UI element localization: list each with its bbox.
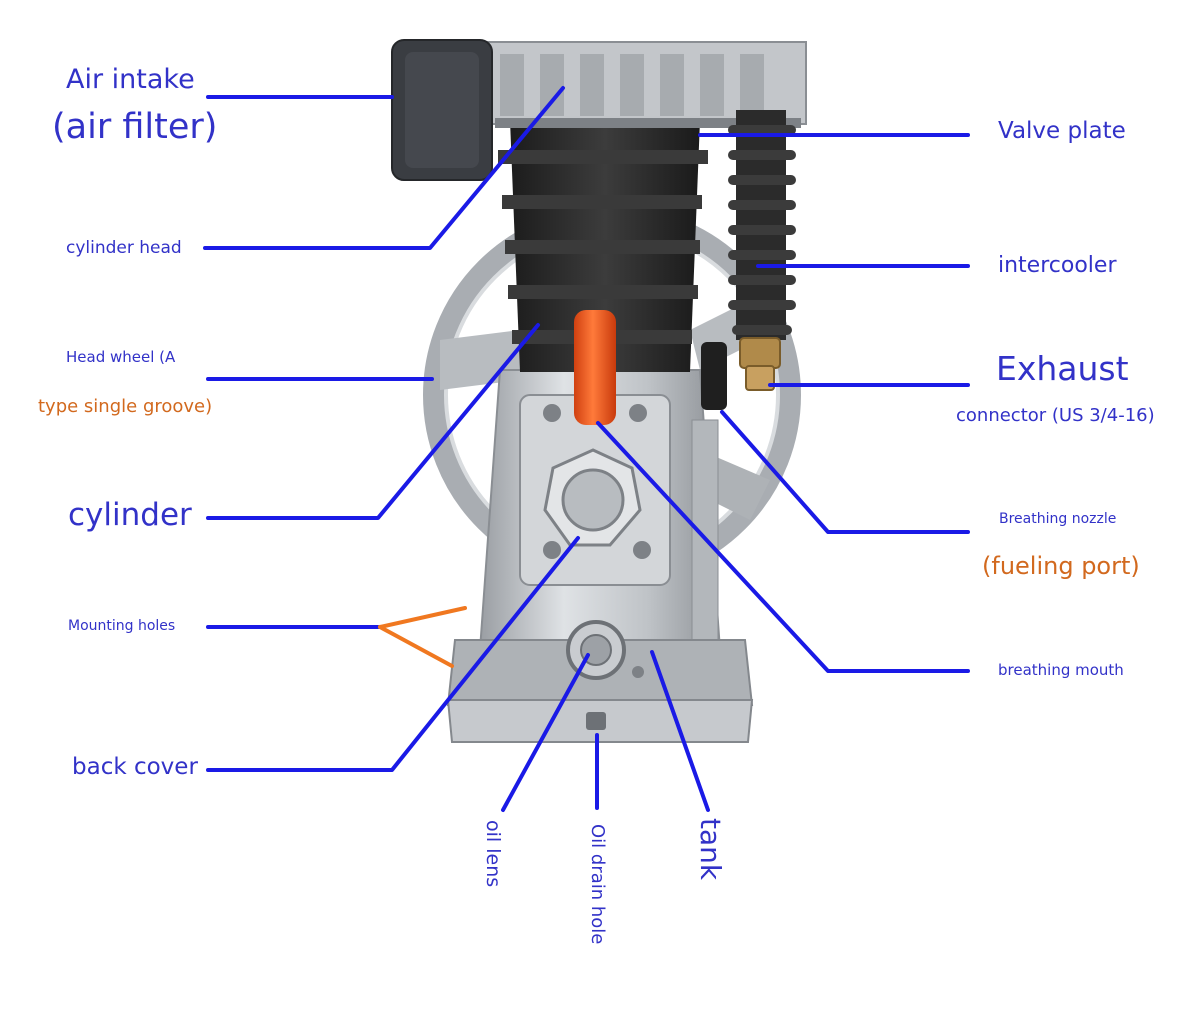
leader-oil-lens — [501, 653, 590, 812]
compressor-illustration — [391, 39, 807, 743]
label-breathing-mouth: breathing mouth — [998, 661, 1124, 679]
oil-drain-bolt — [586, 712, 606, 730]
label-intercooler: intercooler — [998, 253, 1117, 278]
label-back-cover: back cover — [72, 754, 198, 780]
label-cylinder-head: cylinder head — [66, 238, 182, 258]
leader-back-cover — [206, 536, 580, 772]
label-exhaust: Exhaust — [996, 349, 1129, 388]
label-air-intake: Air intake — [66, 64, 195, 95]
label-exhaust-connector: connector (US 3/4-16) — [956, 405, 1155, 426]
leader-lines — [203, 86, 970, 812]
cylinder-fins — [498, 120, 708, 372]
orange-oil-cap — [574, 310, 616, 425]
label-oil-drain-hole: Oil drain hole — [587, 824, 608, 945]
exhaust-brass-fitting — [739, 337, 781, 369]
orange-leader-lines — [378, 606, 467, 668]
leader-cylinder-head — [203, 86, 565, 250]
label-fueling-port: (fueling port) — [982, 552, 1140, 580]
intercooler-coil — [728, 110, 796, 340]
label-cylinder: cylinder — [68, 497, 192, 533]
leader-breathing-nozzle — [720, 410, 970, 534]
breathing-nozzle-cap — [701, 342, 727, 410]
label-head-wheel-type: type single groove) — [38, 396, 213, 417]
label-air-filter: (air filter) — [52, 107, 218, 147]
leader-tank — [650, 650, 710, 812]
label-tank: tank — [694, 818, 727, 881]
leader-cylinder — [206, 323, 540, 520]
label-mounting-holes: Mounting holes — [68, 618, 176, 634]
leader-breathing-mouth — [596, 421, 970, 673]
back-cover-plate — [519, 394, 671, 586]
label-valve-plate: Valve plate — [998, 118, 1126, 144]
label-oil-lens: oil lens — [482, 820, 504, 888]
label-breathing-nozzle: Breathing nozzle — [999, 511, 1117, 527]
label-head-wheel: Head wheel (A — [66, 348, 176, 366]
